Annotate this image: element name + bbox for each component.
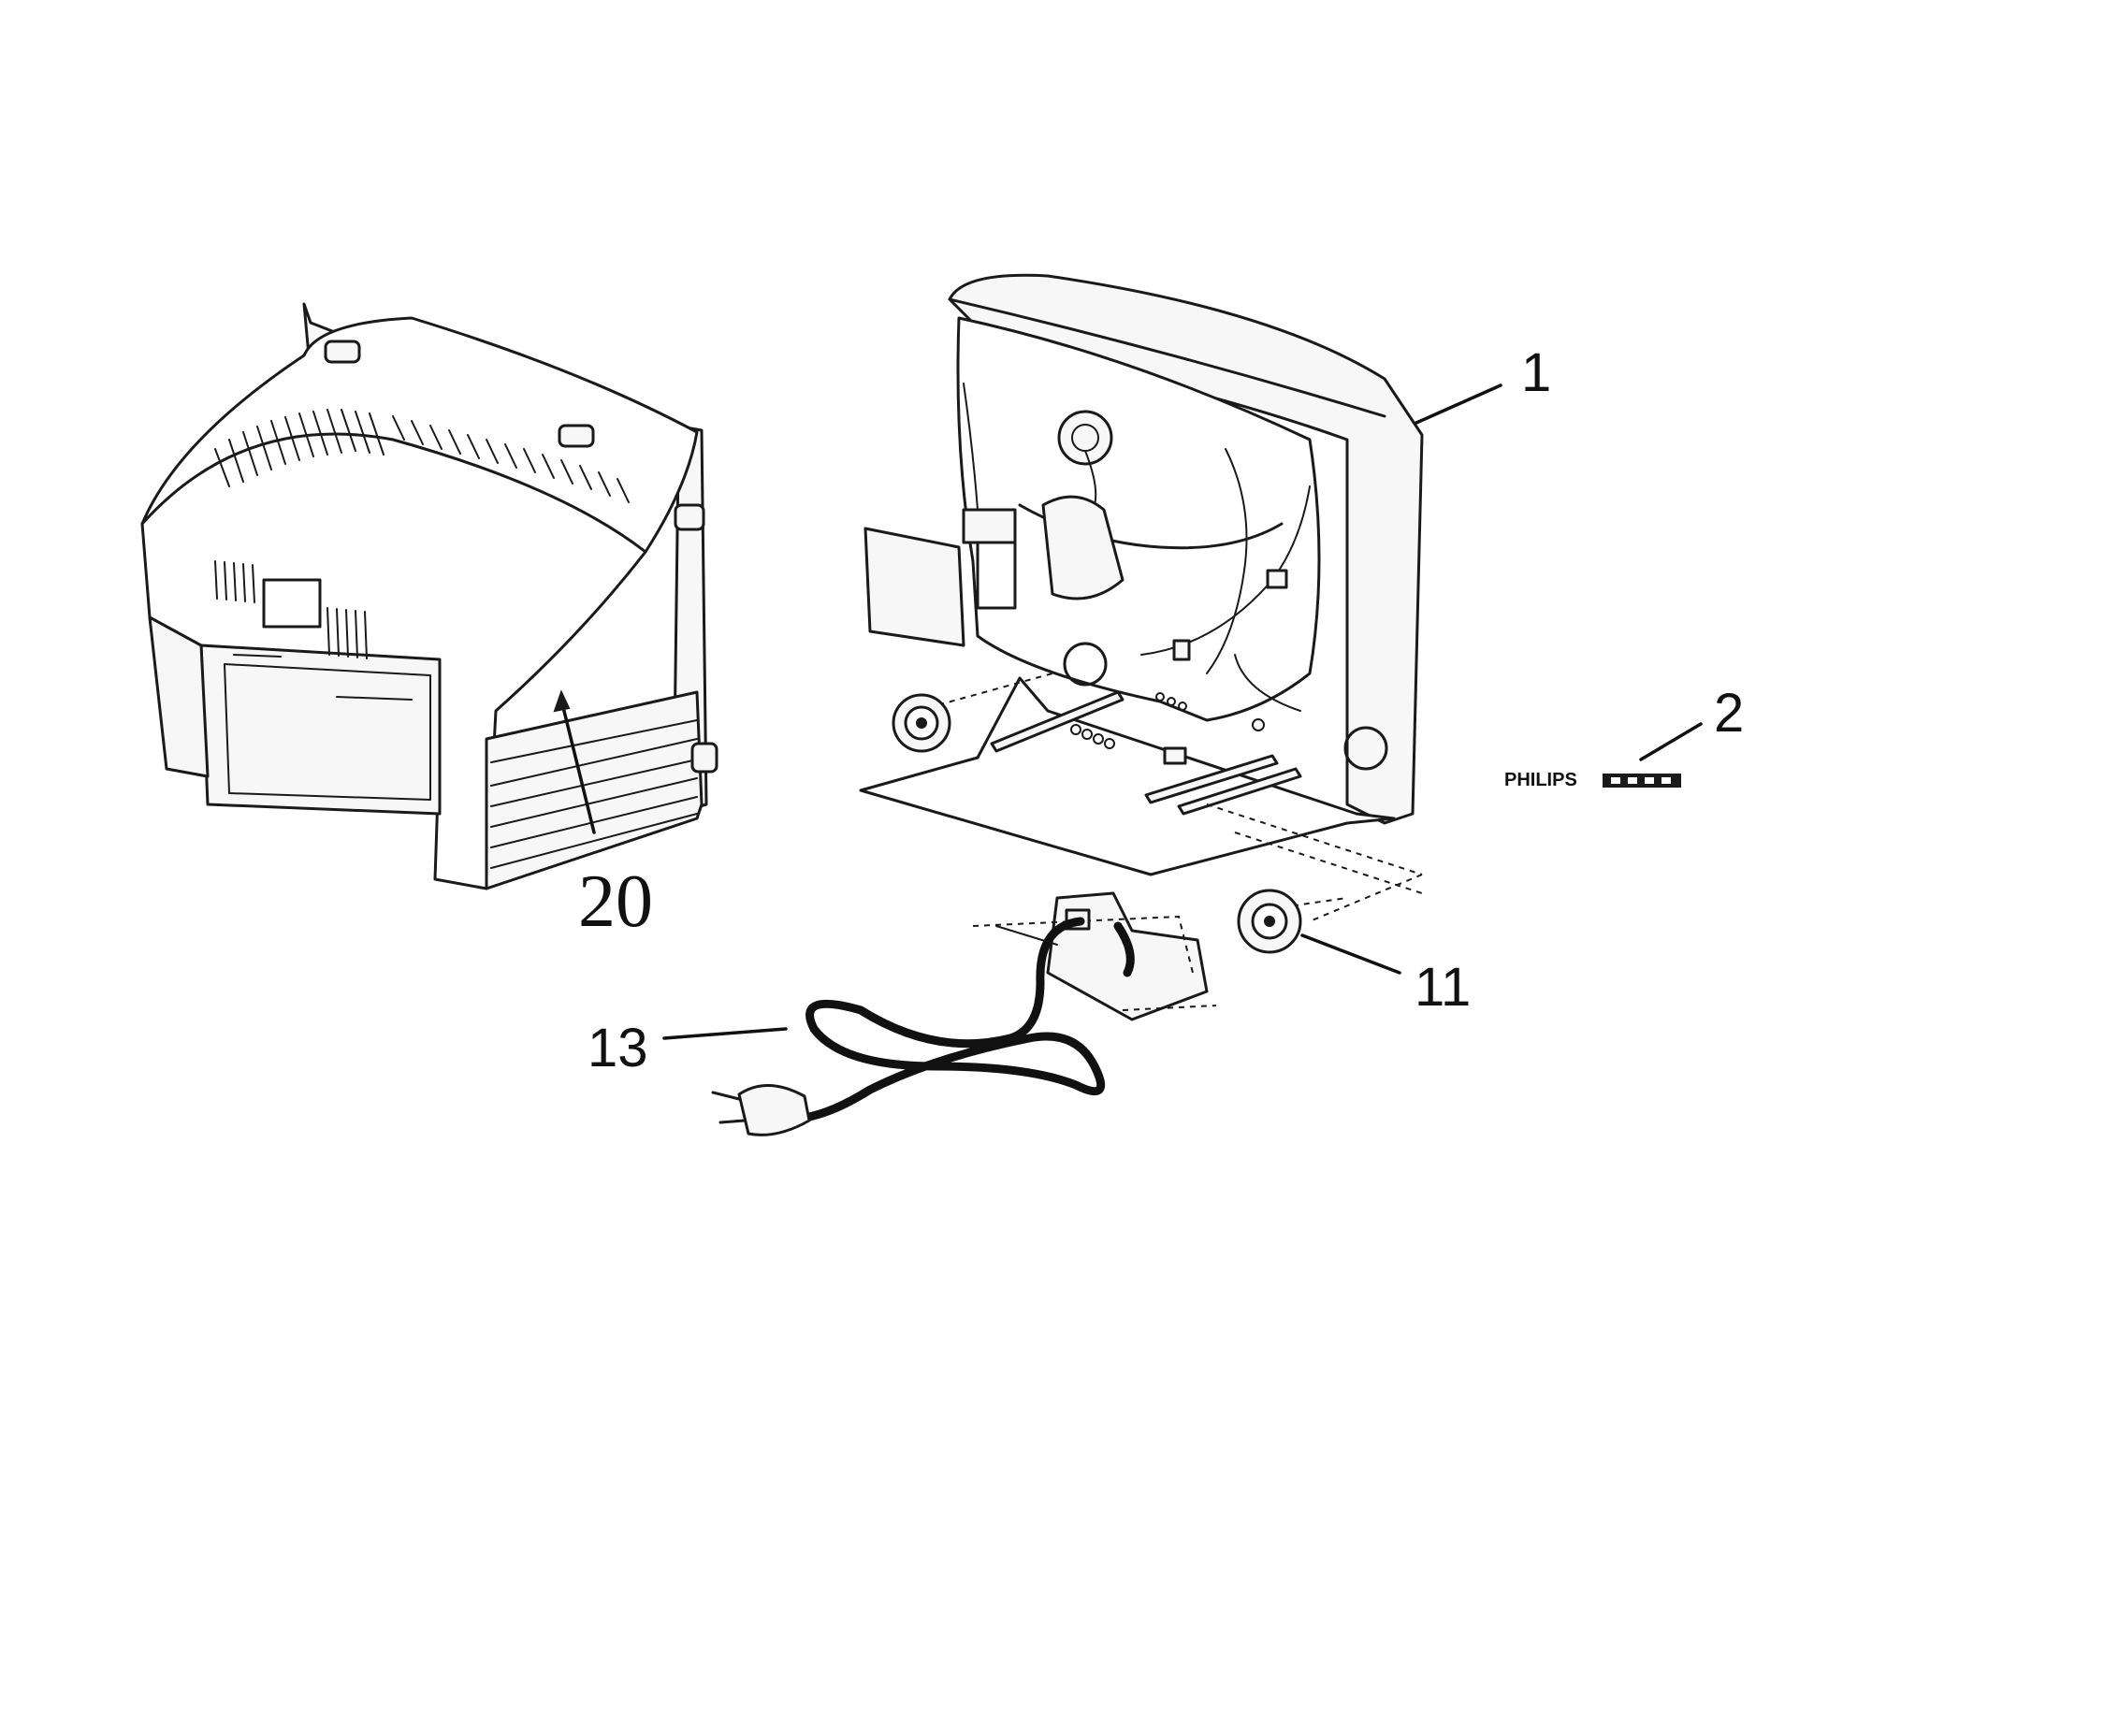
front-cabinet-part: [859, 273, 1424, 922]
knob-part: [892, 693, 1302, 954]
back-cover-part: [140, 302, 718, 890]
leader-lines: [662, 383, 1703, 1040]
callout-2: 2: [1714, 683, 1744, 744]
callout-20: 20: [578, 861, 653, 943]
leader-1: [1415, 383, 1502, 425]
leader-11: [1300, 933, 1401, 975]
brand-badge-text: PHILIPS: [1504, 770, 1577, 790]
callout-13: 13: [588, 1018, 648, 1078]
power-cord-part: [711, 891, 1217, 1136]
cover-vents-rear: [214, 560, 368, 659]
leader-13: [662, 1027, 788, 1040]
callout-1: 1: [1521, 342, 1551, 403]
brand-badge-part: PHILIPS: [1504, 770, 1681, 790]
brand-badge-model-plate: [1603, 774, 1681, 788]
leader-2: [1639, 722, 1703, 761]
callout-11: 11: [1415, 957, 1471, 1018]
cover-vents-top: [214, 409, 630, 503]
